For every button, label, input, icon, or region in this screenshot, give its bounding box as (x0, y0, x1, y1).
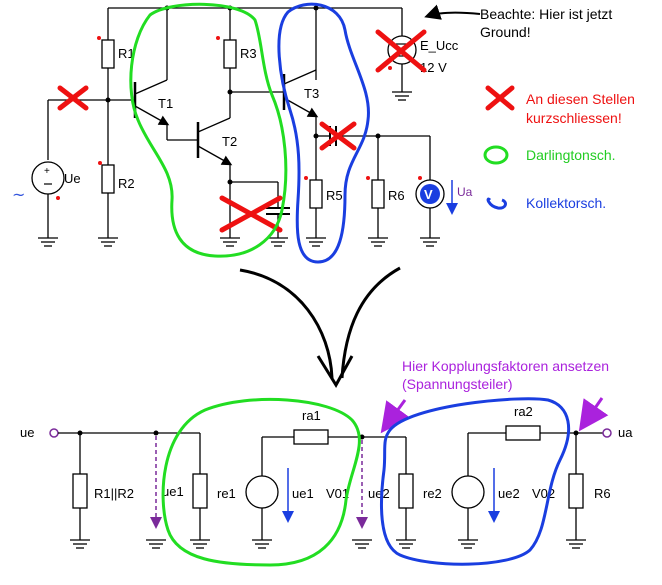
ground-note-line2: Ground! (480, 24, 531, 40)
re1-resistor (192, 473, 208, 509)
short-marks (57, 29, 427, 233)
ue1-src-label: ue1 (292, 486, 314, 501)
coupling-arrow-2 (578, 397, 609, 432)
ue2-src-label: ue2 (498, 486, 520, 501)
r12-resistor (72, 473, 88, 509)
re1-label: re1 (217, 486, 236, 501)
re2-label: re2 (423, 486, 442, 501)
ra2-resistor (505, 425, 541, 441)
eq-r6-label: R6 (594, 486, 611, 501)
v01-source (245, 475, 279, 509)
r3-resistor (223, 39, 237, 69)
r12-label: R1||R2 (94, 486, 134, 501)
legend-collector: Kollektorsch. (526, 195, 606, 211)
legend-collector-icon (486, 197, 507, 210)
ground-ue (38, 237, 58, 247)
ra2-label: ra2 (514, 404, 533, 419)
r1-resistor (101, 39, 115, 69)
eq-ue-label: ue (20, 425, 34, 440)
transform-arrow-right (340, 266, 401, 379)
r3-label: R3 (240, 46, 257, 61)
r6-resistor (371, 179, 385, 209)
v01-label: V01 (326, 486, 349, 501)
svg-text:~: ~ (12, 185, 25, 204)
ground-t2 (220, 237, 240, 247)
ra1-resistor (293, 429, 329, 445)
eq-ground-v02 (458, 539, 478, 549)
eq-ground-re1 (190, 539, 210, 549)
ucc-label: E_Ucc (420, 38, 459, 53)
coupling-arrow-1 (380, 399, 411, 434)
legend-darlington: Darlingtonsch. (526, 147, 616, 163)
top-circuit: R1 R2 + ~ Ue (12, 5, 473, 247)
coupling-note-line1: Hier Kopplungsfaktoren ansetzen (402, 358, 609, 374)
r2-resistor (101, 164, 115, 194)
ground-cap (268, 237, 288, 247)
eq-r6-resistor (568, 473, 584, 509)
short-note-line1: An diesen Stellen (526, 91, 635, 107)
darlington-outline-bottom (161, 397, 361, 567)
svg-text:+: + (44, 166, 50, 177)
re2-resistor (398, 473, 414, 509)
eq-ground-ue2 (352, 539, 372, 549)
ucc-value: 12 V (420, 60, 447, 75)
eq-ground-r6 (566, 539, 586, 549)
ua-label: Ua (457, 185, 473, 199)
eq-ground-re2 (396, 539, 416, 549)
eq-ground-v01 (252, 539, 272, 549)
t2-transistor (196, 92, 233, 182)
ground-meter (420, 237, 440, 247)
legend-darlington-icon (483, 145, 509, 165)
ground-r6 (368, 237, 388, 247)
ground-ucc (392, 91, 412, 101)
ground-r5 (306, 237, 326, 247)
r5-label: R5 (326, 188, 343, 203)
legend-short-icon (485, 85, 515, 111)
r6-label: R6 (388, 188, 405, 203)
darlington-outline-top (129, 2, 288, 258)
equivalent-circuit: ue R1||R2 ue1 re1 (20, 404, 633, 549)
collector-outline-bottom (380, 397, 570, 566)
ground-r2 (98, 237, 118, 247)
ue2-label: ue2 (368, 486, 390, 501)
voltmeter-label: V (424, 187, 433, 202)
ue1-left-label: ue1 (162, 484, 184, 499)
transform-arrow-left (239, 268, 334, 379)
short-note-line2: kurzschliessen! (526, 110, 622, 126)
ue-label: Ue (64, 171, 81, 186)
eq-ground-r12 (70, 539, 90, 549)
t3-label: T3 (304, 86, 319, 101)
eq-ua-label: ua (618, 425, 633, 440)
r1-label: R1 (118, 46, 135, 61)
eq-ground-ue1 (146, 539, 166, 549)
ra1-label: ra1 (302, 408, 321, 423)
coupling-note-line2: (Spannungsteiler) (402, 376, 513, 392)
v02-source (451, 475, 485, 509)
t1-label: T1 (158, 96, 173, 111)
r5-resistor (309, 179, 323, 209)
collector-outline-top (277, 2, 370, 264)
r2-label: R2 (118, 176, 135, 191)
t2-label: T2 (222, 134, 237, 149)
ground-note-line1: Beachte: Hier ist jetzt (480, 6, 612, 22)
